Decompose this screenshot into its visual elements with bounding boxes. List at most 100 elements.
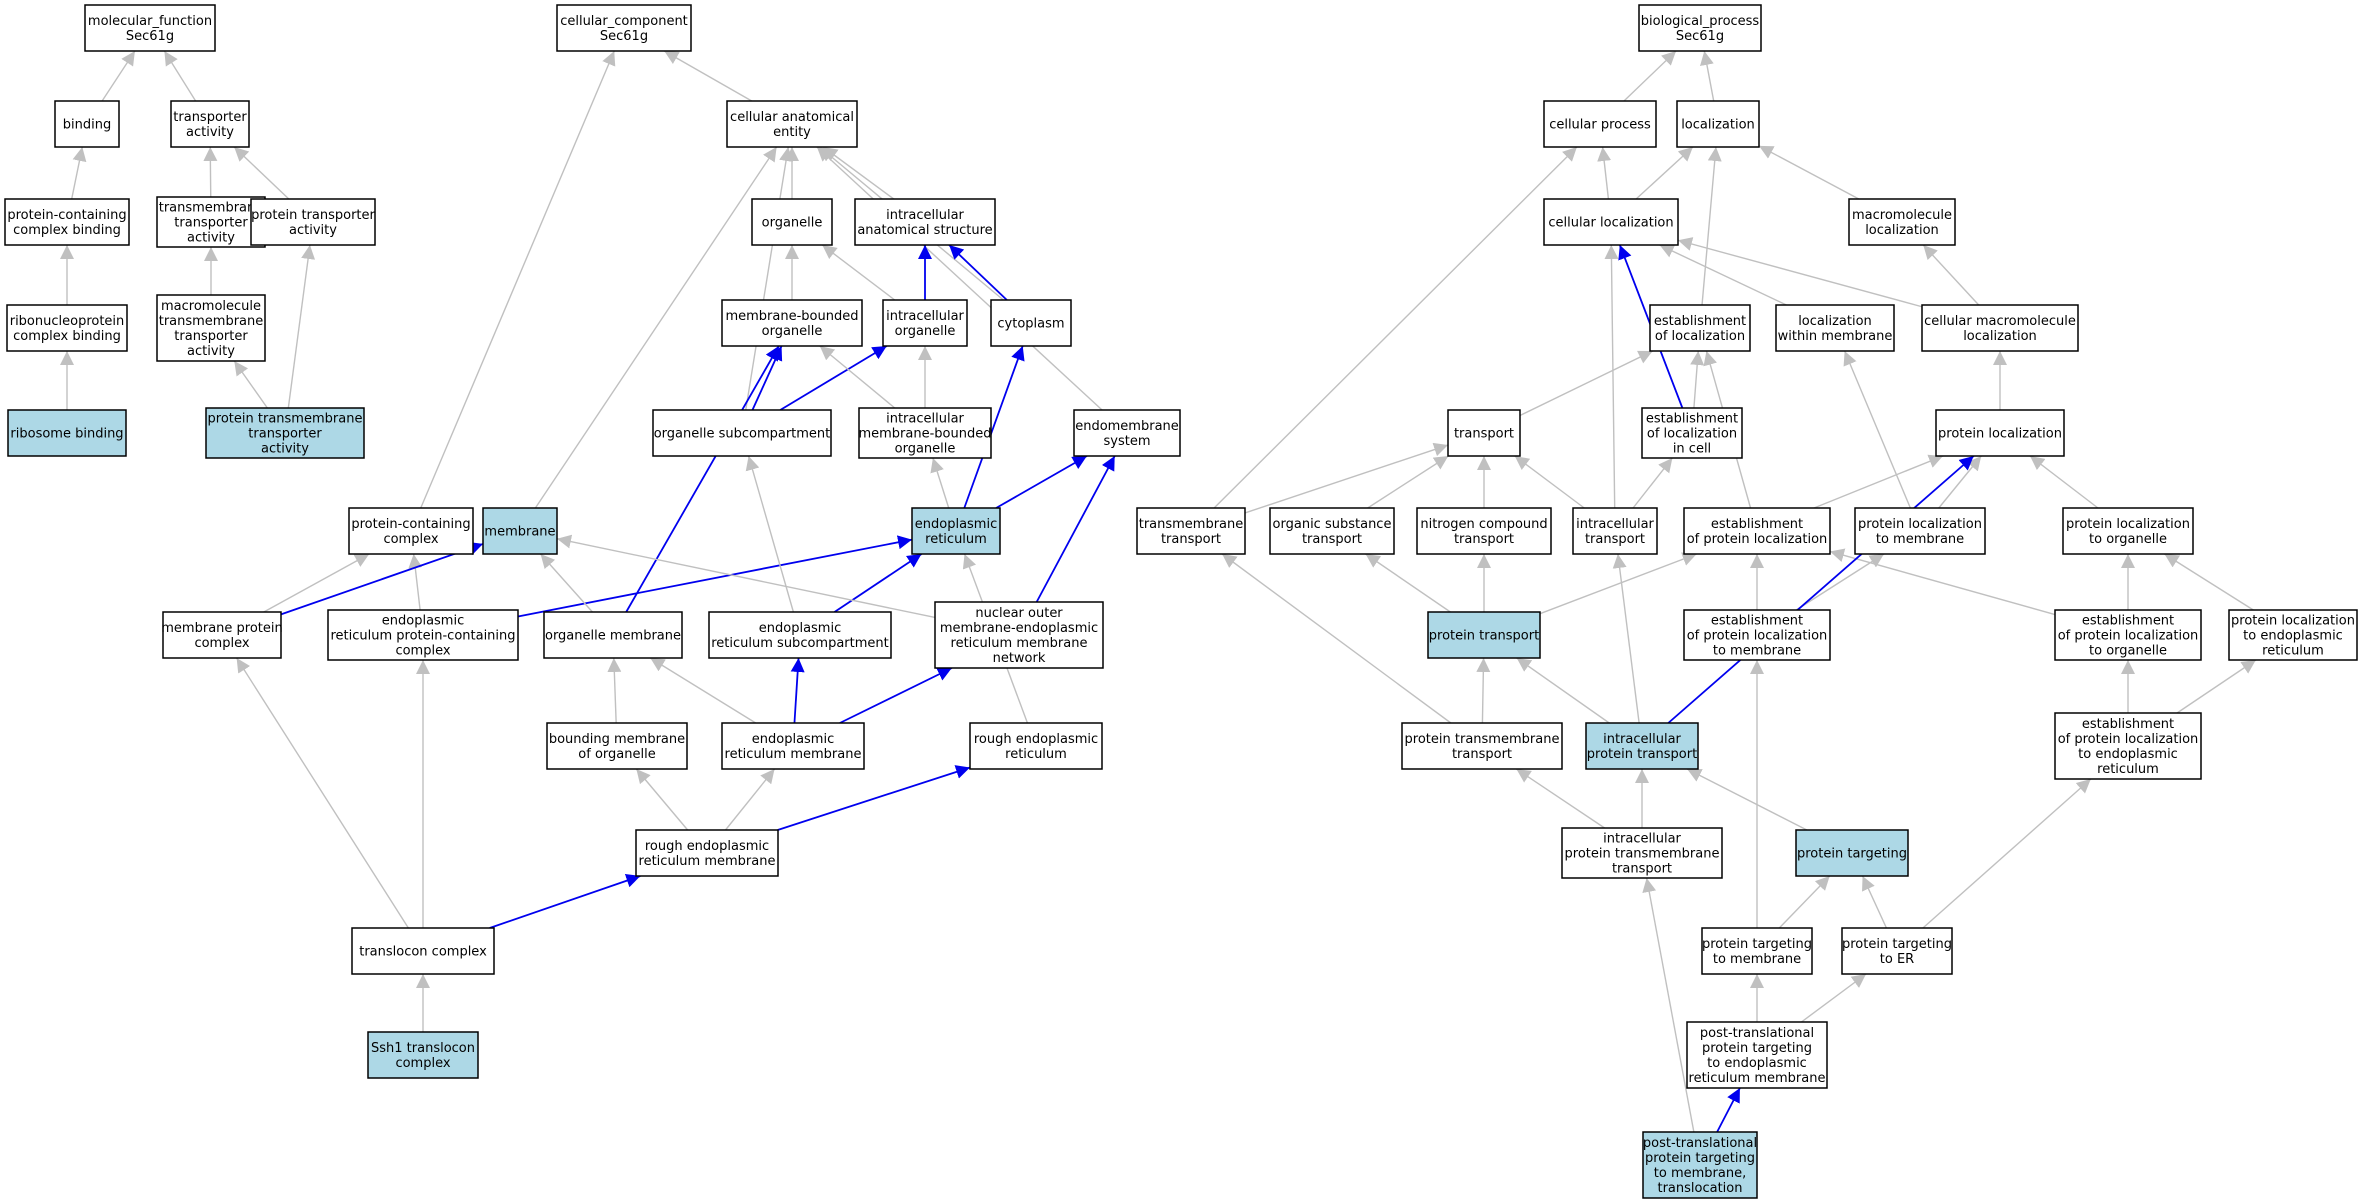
node-box[interactable] xyxy=(1848,198,1956,246)
node-box[interactable] xyxy=(990,299,1072,347)
node-box[interactable] xyxy=(721,299,863,347)
node-box[interactable] xyxy=(969,722,1103,770)
node-box[interactable] xyxy=(2228,609,2358,661)
node-box[interactable] xyxy=(7,409,127,457)
node-macro-tm[interactable]: macromoleculetransmembranetransporteract… xyxy=(156,294,266,362)
node-box[interactable] xyxy=(726,100,858,148)
node-binding[interactable]: binding xyxy=(54,100,120,148)
node-box[interactable] xyxy=(205,407,365,459)
node-box[interactable] xyxy=(635,829,779,877)
node-box[interactable] xyxy=(882,299,968,347)
node-prot-targeting[interactable]: protein targeting xyxy=(1795,829,1909,877)
node-box[interactable] xyxy=(1585,722,1699,770)
node-box[interactable] xyxy=(1447,409,1521,457)
node-box[interactable] xyxy=(156,196,266,248)
node-box[interactable] xyxy=(1701,927,1813,975)
node-box[interactable] xyxy=(1683,609,1831,661)
node-box[interactable] xyxy=(250,198,376,246)
node-box[interactable] xyxy=(1269,507,1395,555)
node-ribosome-binding[interactable]: ribosome binding xyxy=(7,409,127,457)
node-cytoplasm[interactable]: cytoplasm xyxy=(990,299,1072,347)
node-box[interactable] xyxy=(6,304,128,352)
node-box[interactable] xyxy=(858,407,992,459)
node-box[interactable] xyxy=(708,611,892,659)
node-organelle[interactable]: organelle xyxy=(751,198,833,246)
node-box[interactable] xyxy=(1775,304,1895,352)
node-box[interactable] xyxy=(543,611,683,659)
node-transport[interactable]: transport xyxy=(1447,409,1521,457)
node-box[interactable] xyxy=(546,722,688,770)
node-org-sub[interactable]: organelle subcompartment xyxy=(652,409,832,457)
node-nuc-outer[interactable]: nuclear outermembrane-endoplasmicreticul… xyxy=(934,601,1104,669)
node-box[interactable] xyxy=(652,409,832,457)
node-box[interactable] xyxy=(327,609,519,661)
node-box[interactable] xyxy=(1841,927,1953,975)
node-box[interactable] xyxy=(1649,304,1751,352)
node-box[interactable] xyxy=(1561,827,1723,879)
node-box[interactable] xyxy=(1543,198,1679,246)
node-box[interactable] xyxy=(721,722,865,770)
node-box[interactable] xyxy=(1935,409,2065,457)
node-translocon[interactable]: translocon complex xyxy=(351,927,495,975)
node-box[interactable] xyxy=(934,601,1104,669)
node-box[interactable] xyxy=(1543,100,1657,148)
node-box[interactable] xyxy=(1401,722,1563,770)
node-box[interactable] xyxy=(162,611,282,659)
node-box[interactable] xyxy=(351,927,495,975)
node-box[interactable] xyxy=(156,294,266,362)
node-box[interactable] xyxy=(482,507,558,555)
node-box[interactable] xyxy=(1921,304,2079,352)
node-box[interactable] xyxy=(854,198,996,246)
node-box[interactable] xyxy=(751,198,833,246)
node-box[interactable] xyxy=(1073,409,1181,457)
node-box[interactable] xyxy=(1136,507,1246,555)
node-box[interactable] xyxy=(2054,712,2202,780)
node-box[interactable] xyxy=(1427,611,1541,659)
node-box[interactable] xyxy=(1676,100,1760,148)
node-box[interactable] xyxy=(1683,507,1831,555)
node-box[interactable] xyxy=(556,4,692,52)
node-box[interactable] xyxy=(1642,1131,1758,1199)
node-box[interactable] xyxy=(4,198,130,246)
node-box[interactable] xyxy=(84,4,216,52)
node-box[interactable] xyxy=(170,100,250,148)
node-prot-loc[interactable]: protein localization xyxy=(1935,409,2065,457)
node-box[interactable] xyxy=(1854,507,1986,555)
node-box[interactable] xyxy=(1638,4,1762,52)
